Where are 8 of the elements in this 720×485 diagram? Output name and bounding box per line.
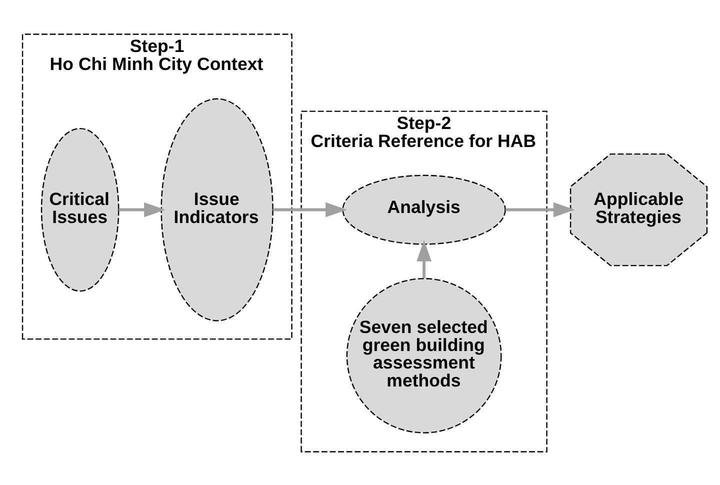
node-ellipse: Critical Issues: [40, 127, 120, 292]
node-ellipse: Issue Indicators: [160, 98, 274, 321]
arrow: [118, 202, 166, 217]
node-circle: Seven selected green building assessment methods: [346, 278, 502, 433]
arrow: [506, 202, 575, 217]
arrow: [416, 240, 432, 278]
node-ellipse: Analysis: [342, 174, 506, 244]
arrow: [273, 202, 347, 217]
